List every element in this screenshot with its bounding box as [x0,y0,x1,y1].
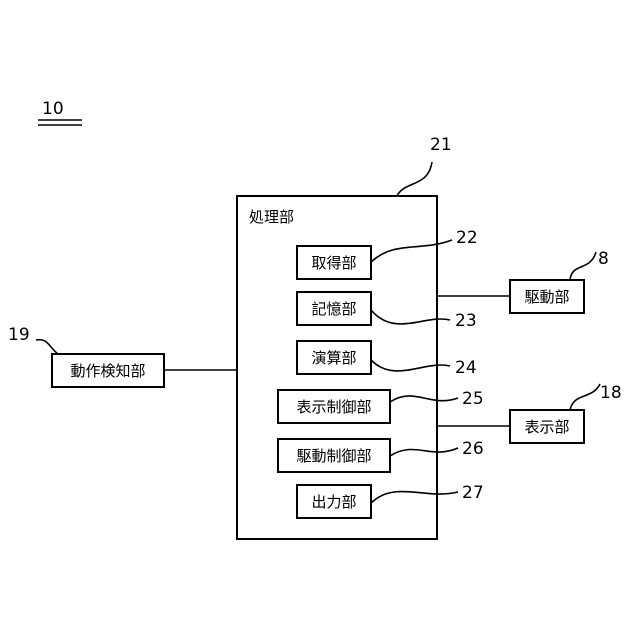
motion-detector-label: 動作検知部 [70,362,145,380]
leader-motion-detector [36,340,58,354]
ref-drive-control: 26 [462,439,484,459]
display-control-label: 表示制御部 [296,398,371,416]
computation-label: 演算部 [311,349,356,367]
ref-display-control: 25 [462,389,484,409]
leader-display-unit [570,384,600,410]
ref-storage: 23 [455,311,477,331]
ref-motion-detector: 19 [8,325,30,345]
output-label: 出力部 [311,493,356,511]
display-unit-label: 表示部 [524,418,569,436]
ref-processing-unit: 21 [430,135,452,155]
processing-unit-label: 処理部 [249,208,294,226]
leader-drive-unit [570,252,596,280]
ref-display-unit: 18 [600,383,622,403]
ref-drive-unit: 8 [598,249,609,269]
ref-acquisition: 22 [456,228,478,248]
drive-unit-label: 駆動部 [524,288,569,306]
storage-label: 記憶部 [311,300,356,318]
ref-output: 27 [462,483,484,503]
acquisition-label: 取得部 [311,254,356,272]
drive-control-label: 駆動制御部 [296,447,371,465]
ref-computation: 24 [455,358,477,378]
figure-number: 10 [42,99,64,119]
leader-processing-unit [397,162,432,196]
